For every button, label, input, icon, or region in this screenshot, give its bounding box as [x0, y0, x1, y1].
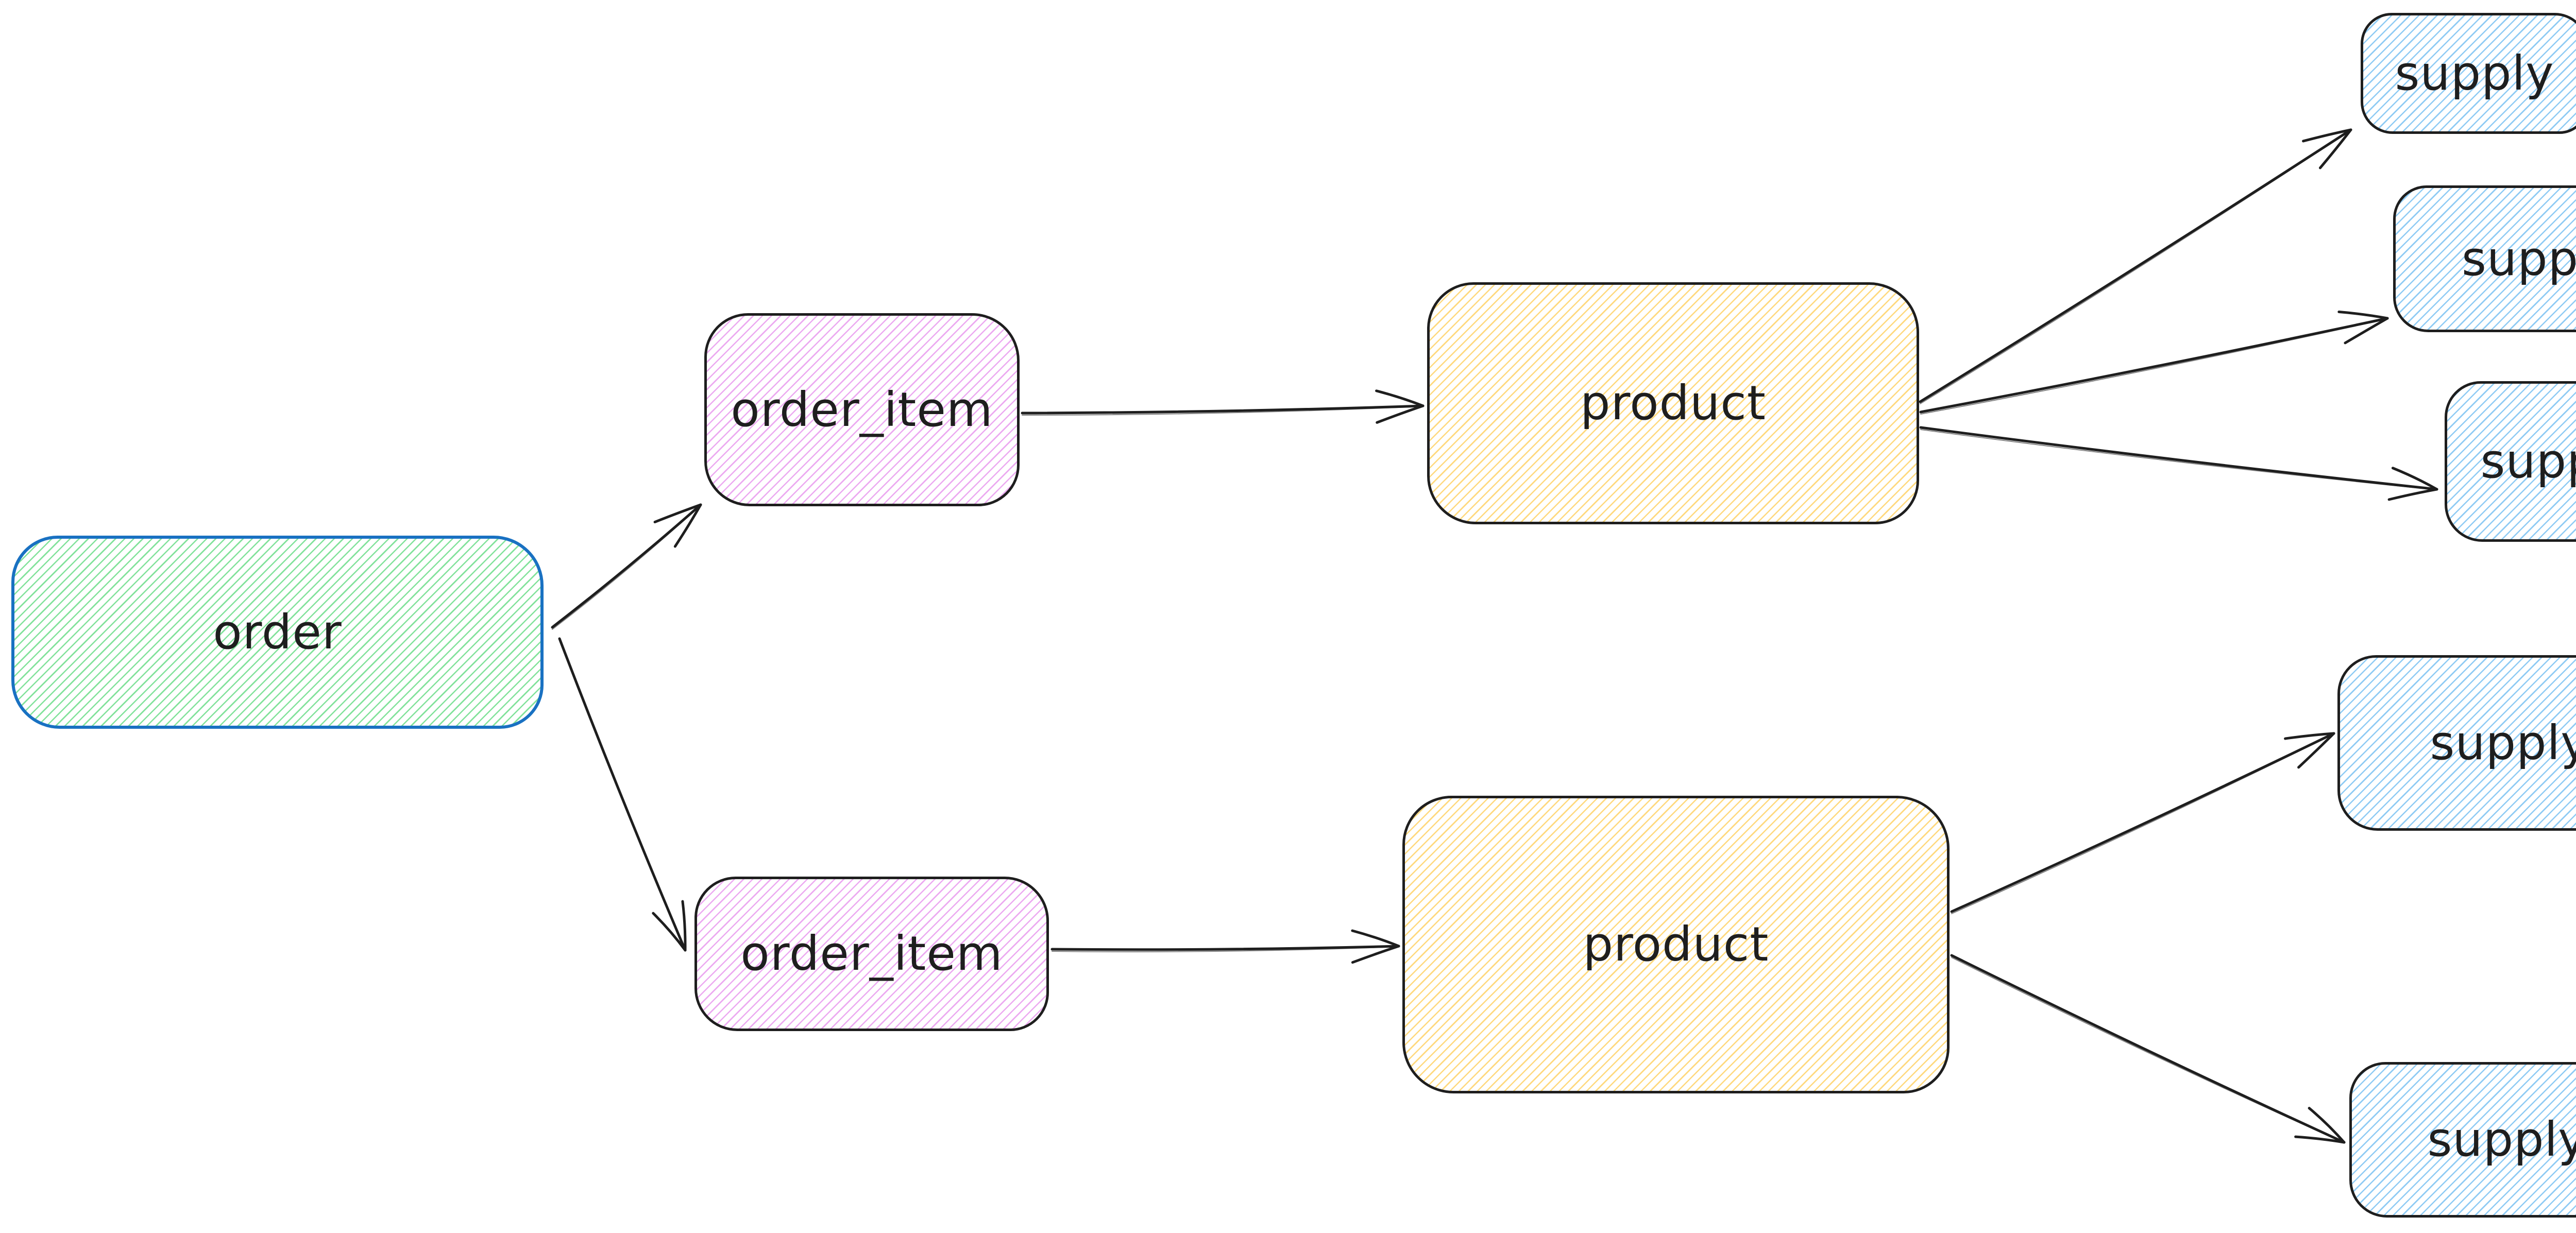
- arrowhead: [1351, 945, 1400, 964]
- arrow-shaft: [1050, 945, 1400, 951]
- arrow-order-to-order_item_top[interactable]: [551, 503, 702, 630]
- arrow-shaft: [1950, 732, 2335, 913]
- arrowhead: [2344, 317, 2389, 345]
- node-label-order_item_bottom: order_item: [740, 926, 1003, 982]
- arrow-shaft-sketch: [1920, 429, 2437, 490]
- arrowhead: [653, 503, 702, 524]
- arrowhead: [673, 503, 702, 548]
- node-label-supply_3: supply: [2480, 434, 2576, 489]
- node-label-supply_2: supply: [2461, 231, 2576, 286]
- arrow-product_top-to-supply_1[interactable]: [1919, 128, 2352, 404]
- arrow-shaft: [1919, 317, 2389, 414]
- arrow-shaft: [1021, 404, 1425, 415]
- arrow-product_bottom-to-supply_5[interactable]: [1950, 954, 2346, 1144]
- node-label-supply_5: supply: [2427, 1112, 2576, 1168]
- node-supply_2[interactable]: supply: [2393, 185, 2576, 332]
- arrow-product_top-to-supply_3[interactable]: [1919, 426, 2438, 501]
- node-label-product_bottom: product: [1583, 917, 1769, 972]
- arrow-shaft-sketch: [1951, 957, 2345, 1143]
- arrow-shaft-sketch: [1920, 318, 2388, 415]
- arrow-product_top-to-supply_2[interactable]: [1919, 311, 2389, 415]
- node-supply_3[interactable]: supply: [2445, 381, 2576, 542]
- arrowhead: [2284, 732, 2335, 740]
- arrow-order_item_bottom-to-product_bottom[interactable]: [1050, 929, 1400, 964]
- node-supply_1[interactable]: supply: [2361, 13, 2576, 134]
- arrow-product_bottom-to-supply_4[interactable]: [1950, 732, 2335, 914]
- arrowhead: [2387, 488, 2438, 501]
- arrowhead: [2391, 467, 2438, 491]
- node-label-order_item_top: order_item: [731, 382, 993, 437]
- arrow-shaft-sketch: [1022, 406, 1423, 416]
- arrow-shaft: [558, 637, 687, 952]
- arrow-shaft: [1919, 426, 2438, 491]
- arrowhead: [1375, 389, 1425, 407]
- arrow-shaft-sketch: [1052, 946, 1399, 952]
- arrowhead: [1376, 404, 1425, 424]
- arrowhead: [2294, 1135, 2346, 1144]
- arrow-shaft-sketch: [1920, 130, 2351, 404]
- arrow-shaft: [1919, 128, 2352, 403]
- arrow-shaft-sketch: [552, 505, 701, 630]
- arrowhead: [2308, 1107, 2346, 1144]
- node-label-supply_1: supply: [2395, 45, 2554, 101]
- node-order_item_bottom[interactable]: order_item: [694, 877, 1049, 1031]
- node-product_bottom[interactable]: product: [1402, 796, 1950, 1093]
- arrowhead: [681, 900, 687, 952]
- node-label-supply_4: supply: [2430, 715, 2576, 770]
- node-label-order: order: [213, 604, 342, 660]
- arrowhead: [1351, 929, 1400, 948]
- arrow-shaft-sketch: [1951, 733, 2334, 914]
- arrow-order_item_top-to-product_top[interactable]: [1021, 389, 1425, 424]
- arrow-shaft: [551, 503, 702, 629]
- node-order[interactable]: order: [11, 536, 544, 729]
- arrowhead: [2302, 128, 2352, 143]
- arrowhead: [652, 912, 687, 952]
- arrow-shaft: [1950, 954, 2346, 1144]
- arrowhead: [2337, 311, 2389, 320]
- node-label-product_top: product: [1580, 375, 1766, 431]
- node-supply_4[interactable]: supply: [2337, 655, 2576, 831]
- arrowhead: [2318, 128, 2352, 169]
- arrow-shaft-sketch: [559, 640, 686, 951]
- node-order_item_top[interactable]: order_item: [704, 313, 1020, 506]
- arrow-order-to-order_item_bottom[interactable]: [558, 637, 687, 952]
- node-product_top[interactable]: product: [1427, 282, 1919, 524]
- node-supply_5[interactable]: supply: [2349, 1062, 2576, 1218]
- arrowhead: [2297, 732, 2335, 769]
